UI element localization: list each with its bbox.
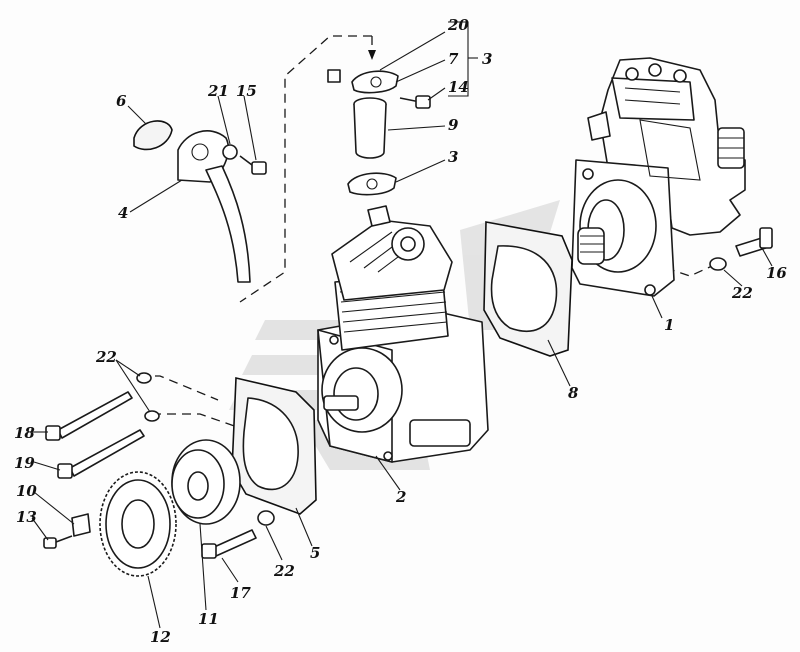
washer-part-22-lower bbox=[144, 410, 160, 422]
callout-16: 16 bbox=[766, 264, 787, 282]
callout-3: 3 bbox=[448, 148, 458, 166]
callout-20: 20 bbox=[447, 16, 469, 34]
gasket-part-8 bbox=[483, 221, 573, 357]
bolt-part-18 bbox=[45, 391, 133, 441]
washer-part-21 bbox=[222, 144, 238, 160]
lock-plate-part-10 bbox=[71, 513, 91, 537]
callout-18: 18 bbox=[14, 424, 35, 442]
callout-21: 21 bbox=[207, 82, 229, 100]
bolt-part-19 bbox=[57, 429, 145, 479]
washer-part-22-bottom bbox=[257, 510, 275, 526]
callout-5: 5 bbox=[310, 544, 320, 562]
callout-2: 2 bbox=[395, 488, 406, 506]
bolt-part-16 bbox=[735, 227, 773, 257]
hub-part-11 bbox=[171, 439, 241, 525]
callout-17: 17 bbox=[230, 584, 251, 602]
callout-22-right: 22 bbox=[731, 284, 753, 302]
callout-10: 10 bbox=[16, 482, 37, 500]
pipe-part-4 bbox=[177, 130, 251, 283]
callout-9: 9 bbox=[448, 116, 459, 134]
callout-6: 6 bbox=[116, 92, 127, 110]
bolt-part-13 bbox=[43, 535, 73, 549]
gasket-part-5 bbox=[231, 377, 317, 515]
clamp-part-3 bbox=[347, 172, 397, 196]
washer-part-22-upper bbox=[136, 372, 152, 384]
bolt-part-15 bbox=[239, 155, 267, 175]
callout-22-bottom: 22 bbox=[273, 562, 295, 580]
path-arrowhead bbox=[368, 50, 376, 60]
clamp-part-7 bbox=[351, 70, 399, 94]
leader-lines bbox=[31, 21, 773, 629]
compressor-part-2 bbox=[317, 205, 489, 463]
callout-11: 11 bbox=[198, 610, 219, 628]
washer-part-22-right bbox=[709, 257, 727, 271]
callout-1: 1 bbox=[664, 316, 674, 334]
plate-part-20 bbox=[327, 69, 341, 83]
bushing-part-9 bbox=[353, 97, 387, 159]
callout-15: 15 bbox=[236, 82, 257, 100]
callout-13: 13 bbox=[16, 508, 37, 526]
callout-19: 19 bbox=[14, 454, 35, 472]
gasket-part-6 bbox=[133, 120, 173, 151]
callout-12: 12 bbox=[150, 628, 171, 646]
fuel-pump-part-1 bbox=[571, 57, 746, 297]
callout-22-top: 22 bbox=[95, 348, 117, 366]
callout-7: 7 bbox=[448, 50, 459, 68]
callout-14: 14 bbox=[448, 78, 469, 96]
callout-4: 4 bbox=[118, 204, 128, 222]
callout-8: 8 bbox=[568, 384, 579, 402]
callout-labels: 20 7 3 14 9 3 6 21 15 4 1 8 2 5 22 16 22… bbox=[14, 16, 787, 646]
callout-3-group: 3 bbox=[482, 50, 492, 68]
bolt-part-17 bbox=[201, 529, 257, 559]
gear-part-12 bbox=[99, 471, 177, 577]
bolt-part-14 bbox=[399, 95, 431, 109]
